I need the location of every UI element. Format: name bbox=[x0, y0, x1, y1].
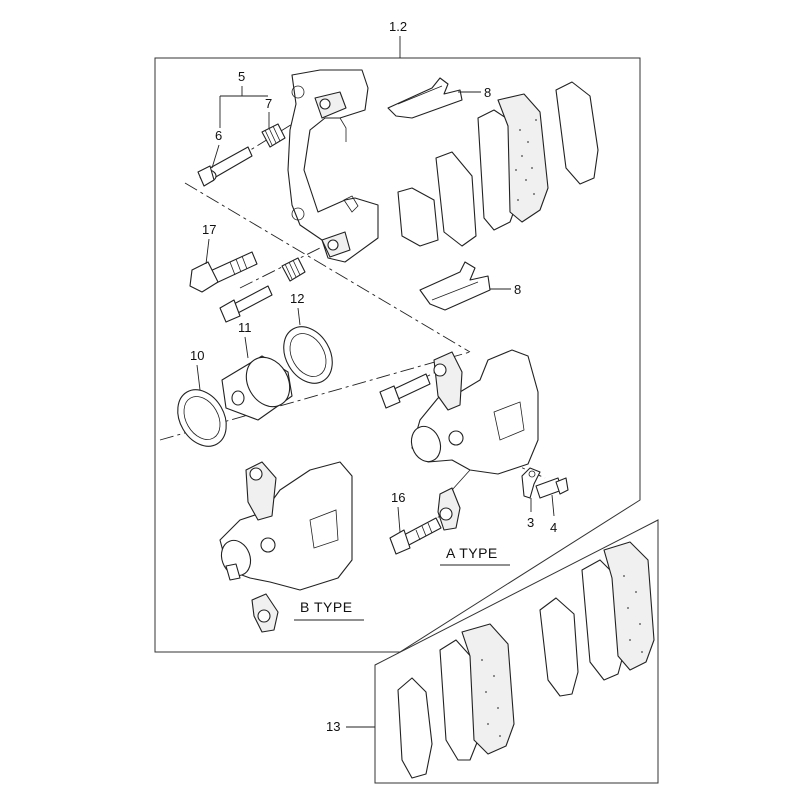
label-8-upper: 8 bbox=[484, 85, 491, 100]
guide-pin-lower bbox=[219, 285, 273, 323]
dust-boot-10 bbox=[177, 389, 227, 447]
label-5: 5 bbox=[238, 69, 245, 84]
bleeder-screw-4 bbox=[535, 477, 569, 499]
centerline-pin-lower bbox=[239, 247, 321, 289]
label-8-lower: 8 bbox=[514, 282, 521, 297]
piston-11 bbox=[221, 355, 293, 421]
label-12: 12 bbox=[290, 291, 304, 306]
label-10: 10 bbox=[190, 348, 204, 363]
brake-pad-outer-friction bbox=[477, 93, 549, 231]
label-6: 6 bbox=[215, 128, 222, 143]
piston-seal-12 bbox=[283, 326, 333, 384]
pin-boot-upper bbox=[261, 123, 286, 148]
label-13: 13 bbox=[326, 719, 340, 734]
guide-pin-upper bbox=[197, 146, 253, 187]
pad-kit-13 bbox=[397, 541, 655, 779]
caption-b-type: B TYPE bbox=[300, 599, 353, 615]
assembly-frame bbox=[154, 57, 641, 653]
label-16: 16 bbox=[391, 490, 405, 505]
label-11: 11 bbox=[238, 320, 252, 335]
pad-kit-frame bbox=[374, 519, 659, 784]
label-assembly: 1.2 bbox=[389, 19, 407, 34]
caliper-b-type bbox=[219, 461, 353, 633]
caliper-bracket bbox=[287, 69, 379, 263]
centerline-upper bbox=[184, 182, 471, 353]
bolt-16 bbox=[389, 517, 442, 555]
pin-boot-lower bbox=[281, 257, 306, 282]
pad-shim-outer bbox=[555, 81, 599, 185]
label-7: 7 bbox=[265, 96, 272, 111]
label-4: 4 bbox=[550, 520, 557, 535]
label-17: 17 bbox=[202, 222, 216, 237]
brake-pad-inner bbox=[397, 151, 477, 247]
caliper-a-type bbox=[410, 349, 539, 531]
pad-clip-lower-8 bbox=[419, 261, 491, 311]
bleeder-clip-3 bbox=[521, 467, 541, 499]
label-3: 3 bbox=[527, 515, 534, 530]
caption-a-type: A TYPE bbox=[446, 545, 498, 561]
pad-clip-upper-8 bbox=[387, 77, 463, 119]
bolt-a-upper bbox=[379, 373, 431, 409]
bolt-17 bbox=[189, 251, 258, 293]
